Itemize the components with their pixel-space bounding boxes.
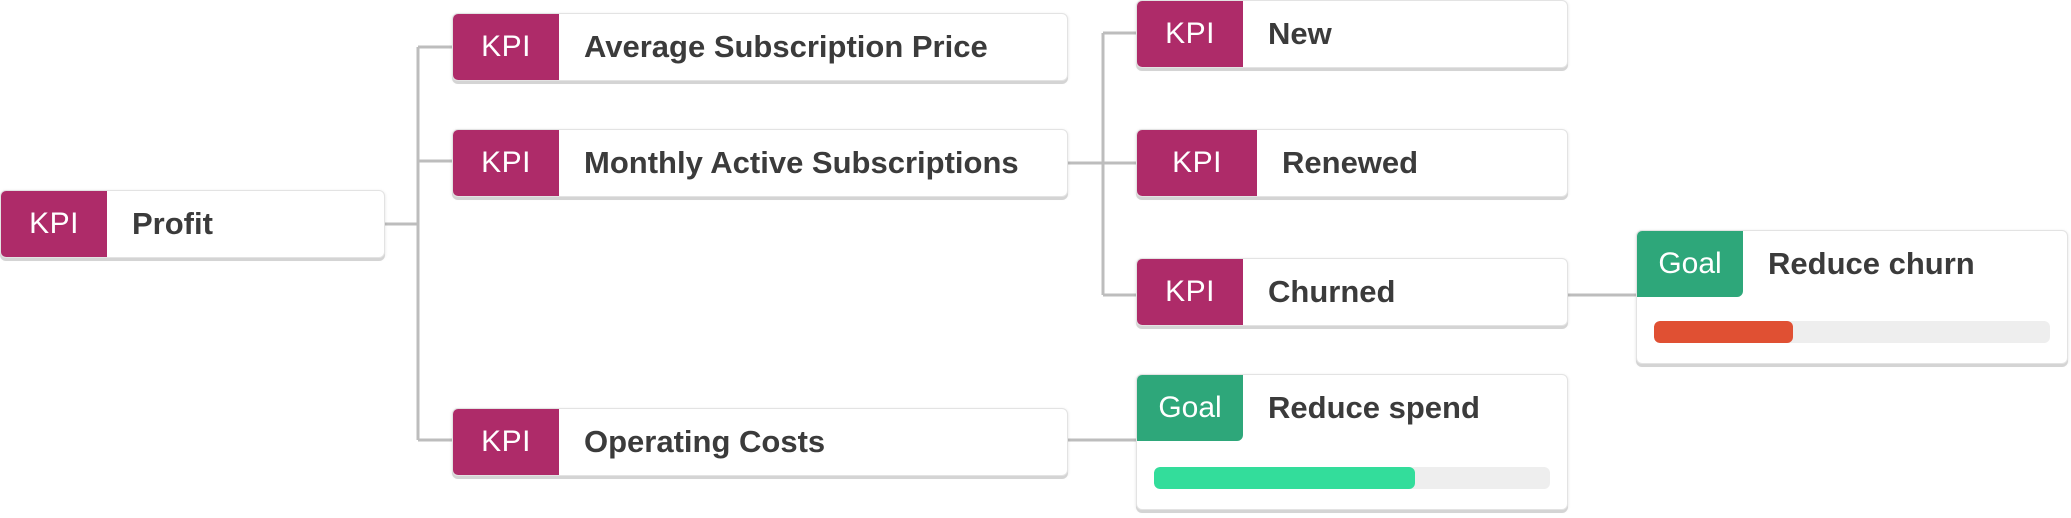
kpi-label: Profit [132,206,213,241]
kpi-badge: KPI [1,191,107,257]
kpi-badge: KPI [453,409,559,475]
goal-node-reduce-churn[interactable]: Goal Reduce churn [1636,230,2068,364]
kpi-node-profit[interactable]: KPI Profit [0,190,385,258]
kpi-badge: KPI [1137,130,1257,196]
kpi-badge: KPI [1137,259,1243,325]
kpi-node-operating-costs[interactable]: KPI Operating Costs [452,408,1068,476]
kpi-label: Average Subscription Price [584,29,988,64]
goal-node-reduce-spend[interactable]: Goal Reduce spend [1136,374,1568,510]
kpi-label: Churned [1268,274,1396,309]
kpi-label: Monthly Active Subscriptions [584,145,1019,180]
kpi-label: Renewed [1282,145,1419,180]
kpi-node-monthly-active-subscriptions[interactable]: KPI Monthly Active Subscriptions [452,129,1068,197]
goal-label: Reduce spend [1268,390,1480,425]
kpi-label: New [1268,16,1332,51]
goal-badge: Goal [1137,375,1243,441]
kpi-label: Operating Costs [584,424,826,459]
connector-mas-children [1068,31,1136,297]
kpi-node-renewed[interactable]: KPI Renewed [1136,129,1568,197]
goal-progress-fill [1154,467,1416,489]
goal-progress-track [1654,321,2050,343]
kpi-badge: KPI [453,14,559,80]
goal-progress-track [1154,467,1550,489]
kpi-node-churned[interactable]: KPI Churned [1136,258,1568,326]
kpi-node-new[interactable]: KPI New [1136,0,1568,68]
kpi-node-average-subscription-price[interactable]: KPI Average Subscription Price [452,13,1068,81]
connector-profit-children [385,45,452,442]
goal-label: Reduce churn [1768,246,1975,281]
goal-badge: Goal [1637,231,1743,297]
goal-progress-fill [1654,321,1793,343]
kpi-badge: KPI [453,130,559,196]
kpi-badge: KPI [1137,1,1243,67]
